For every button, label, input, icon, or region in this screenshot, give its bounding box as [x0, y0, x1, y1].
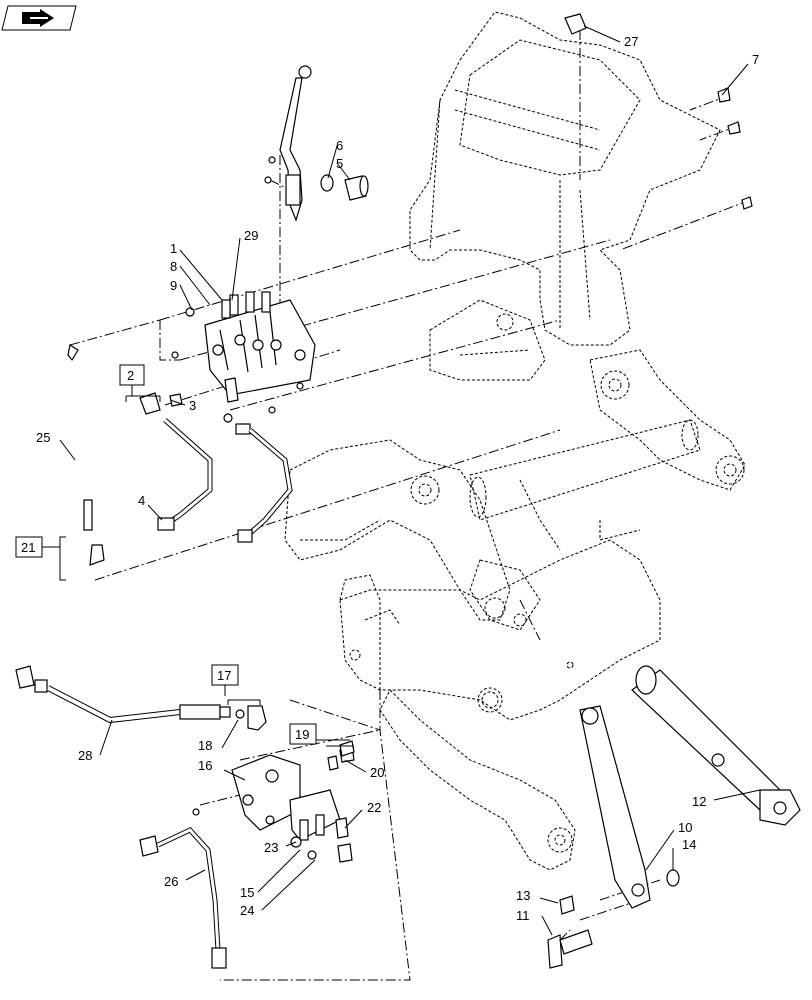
switch	[564, 13, 587, 35]
control-lever	[279, 65, 312, 222]
callout-7: 7	[752, 52, 759, 67]
callout-23: 23	[264, 840, 278, 855]
callout-9: 9	[170, 278, 177, 293]
valve-block	[231, 754, 301, 831]
link-arm	[579, 705, 651, 909]
book-arrow-icon[interactable]	[1, 5, 77, 31]
callout-labels: 1 29 8 9 6 5 2 3 25 4 21 27 7 17 28 19 1…	[21, 34, 759, 923]
callout-22: 22	[367, 800, 381, 815]
callout-3: 3	[189, 398, 196, 413]
callout-10: 10	[678, 820, 692, 835]
callout-15: 15	[240, 885, 254, 900]
callout-26: 26	[164, 874, 178, 889]
reference-boxes	[15, 364, 354, 747]
callout-17: 17	[217, 668, 231, 683]
bolts	[717, 87, 753, 210]
callout-13: 13	[516, 888, 530, 903]
hose-26	[139, 808, 227, 969]
callout-6: 6	[336, 138, 343, 153]
leader-lines	[59, 25, 761, 936]
callout-21: 21	[21, 540, 35, 555]
fitting-18	[235, 705, 267, 731]
callout-14: 14	[682, 837, 696, 852]
callout-29: 29	[244, 228, 258, 243]
cylinder	[631, 665, 801, 826]
callout-2: 2	[127, 368, 134, 383]
loader-frame	[284, 11, 746, 871]
callout-20: 20	[370, 765, 384, 780]
pin	[547, 895, 593, 969]
hose-28	[15, 665, 231, 724]
callout-28: 28	[78, 748, 92, 763]
callout-1: 1	[170, 241, 177, 256]
callout-24: 24	[240, 903, 254, 918]
callout-5: 5	[336, 156, 343, 171]
hose-25	[67, 344, 130, 566]
hardware	[169, 156, 355, 757]
callout-16: 16	[198, 758, 212, 773]
hose-4	[139, 392, 213, 531]
mounting-bracket	[289, 745, 355, 863]
callout-25: 25	[36, 430, 50, 445]
callout-11: 11	[516, 908, 530, 923]
callout-27: 27	[624, 34, 638, 49]
callout-19: 19	[295, 727, 309, 742]
callout-4: 4	[138, 493, 145, 508]
bushing	[320, 174, 369, 201]
callout-12: 12	[692, 794, 706, 809]
hose-valve	[235, 423, 293, 543]
callout-8: 8	[170, 259, 177, 274]
washer	[666, 869, 680, 887]
callout-18: 18	[198, 738, 212, 753]
control-valve	[171, 291, 316, 423]
